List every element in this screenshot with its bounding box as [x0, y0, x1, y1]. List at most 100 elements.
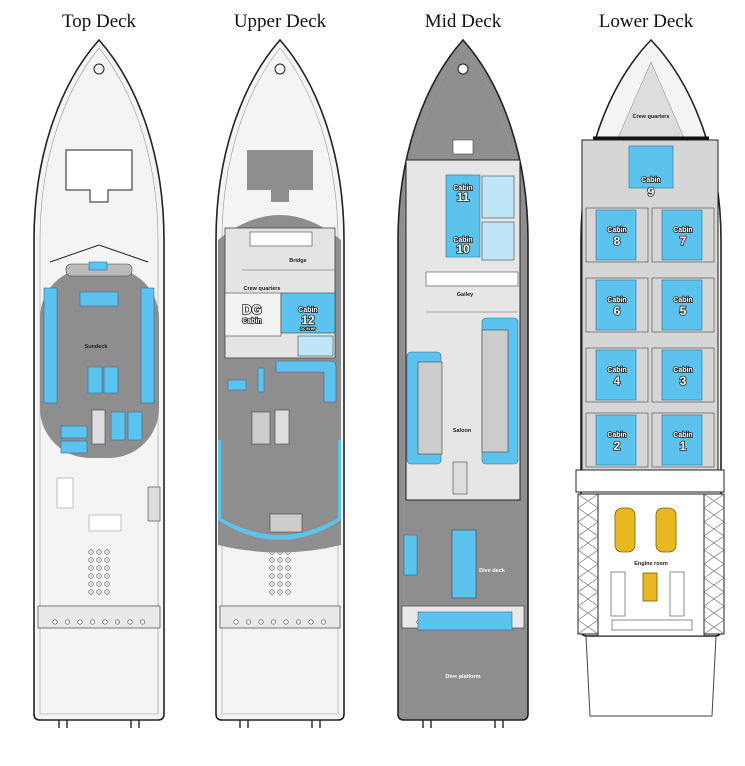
deck-title-mid: Mid Deck: [425, 11, 502, 32]
upper-deck: Bridge Crew quarters DG Cabin Cabin 12 D…: [218, 63, 341, 553]
mid-deck: Cabin 11 Cabin 10 Galley Saloon Dive dec…: [403, 63, 521, 680]
label-galley: Galley: [457, 292, 474, 298]
label-cabin-12: 12: [301, 313, 315, 327]
label-dive-deck: Dive deck: [479, 568, 506, 574]
dive-tank-icon: [96, 549, 102, 555]
dive-tank-icon: [96, 589, 102, 595]
engine-icon: [614, 507, 636, 553]
label-cabin-9-word: Cabin: [641, 177, 660, 184]
dive-tank-icon: [104, 589, 110, 595]
label-cabin-1: 1: [680, 439, 687, 453]
dive-tank-icon: [277, 589, 283, 595]
stairs: [274, 409, 290, 445]
dive-tank-icon: [285, 589, 291, 595]
cleat-icon: [127, 619, 133, 625]
cleat-icon: [77, 619, 83, 625]
cabin-8: [595, 209, 637, 261]
dive-tank-icon: [285, 557, 291, 563]
dive-tank-icon: [277, 557, 283, 563]
cabin-5: [661, 279, 703, 331]
dive-tank-icon: [104, 581, 110, 587]
label-cabin-8-word: Cabin: [607, 227, 626, 234]
top-deck: Sundeck: [40, 63, 161, 532]
label-cabin-2: 2: [614, 439, 621, 453]
label-cabin-2-word: Cabin: [607, 432, 626, 439]
cleat-icon: [258, 619, 264, 625]
dive-tank-icon: [88, 581, 94, 587]
cabin-1: [661, 414, 703, 466]
label-cabin-1-word: Cabin: [673, 432, 692, 439]
dive-tank-icon: [104, 549, 110, 555]
label-cabin-12-note: DC IN HP: [300, 327, 316, 331]
cabins-10-11: [445, 174, 481, 258]
dive-tank-icon: [269, 573, 275, 579]
cleat-icon: [283, 619, 289, 625]
label-cabin-7-word: Cabin: [673, 227, 692, 234]
label-cabin-11-word: Cabin: [453, 185, 472, 192]
label-dg: DG: [242, 302, 262, 317]
label-dive-platform: Dive platform: [445, 674, 480, 680]
bow-hatch: [65, 149, 133, 203]
label-cabin-6: 6: [614, 304, 621, 318]
dive-tank-icon: [285, 573, 291, 579]
cabin-3: [661, 349, 703, 401]
dive-tank-icon: [88, 549, 94, 555]
dive-tank-icon: [269, 581, 275, 587]
label-crew-quarters-lower: Crew quarters: [633, 114, 670, 120]
dive-tank-icon: [96, 557, 102, 563]
cleat-icon: [308, 619, 314, 625]
cabin-6: [595, 279, 637, 331]
sunbed: [43, 287, 58, 404]
deck-title-upper: Upper Deck: [234, 11, 327, 32]
cabin-4: [595, 349, 637, 401]
sunbed: [140, 287, 155, 404]
cleat-icon: [246, 619, 252, 625]
stairs: [91, 409, 106, 445]
label-cabin-6-word: Cabin: [607, 297, 626, 304]
generator-icon: [610, 571, 626, 617]
cleat-icon: [270, 619, 276, 625]
label-crew-quarters: Crew quarters: [244, 286, 281, 292]
label-dg-cabin: Cabin: [242, 318, 261, 325]
dive-tank-icon: [277, 565, 283, 571]
label-cabin-3: 3: [680, 374, 687, 388]
dive-tank-icon: [88, 557, 94, 563]
label-cabin-5: 5: [680, 304, 687, 318]
dive-tank-icon: [277, 581, 283, 587]
dive-tank-icon: [104, 573, 110, 579]
cleat-icon: [115, 619, 121, 625]
label-cabin-3-word: Cabin: [673, 367, 692, 374]
cleat-icon: [102, 619, 108, 625]
anchor-hatch: [93, 63, 105, 75]
dive-tank-icon: [96, 581, 102, 587]
engine-icon: [655, 507, 677, 553]
dive-tank-icon: [104, 557, 110, 563]
cabin-9: [628, 145, 674, 189]
stern-bench: [219, 605, 341, 629]
cleat-icon: [233, 619, 239, 625]
cabin-7: [661, 209, 703, 261]
label-cabin-4-word: Cabin: [607, 367, 626, 374]
cleat-icon: [320, 619, 326, 625]
label-cabin-9: 9: [648, 185, 655, 199]
dg-cabin: [224, 292, 282, 337]
generator-icon: [669, 571, 685, 617]
cabin-12: [280, 292, 336, 334]
label-cabin-7: 7: [680, 234, 687, 248]
dive-tank-icon: [96, 565, 102, 571]
deck-title-lower: Lower Deck: [599, 11, 694, 32]
deck-title-top: Top Deck: [62, 11, 137, 32]
dive-tank-icon: [88, 573, 94, 579]
label-cabin-10: 10: [456, 242, 470, 256]
label-bridge: Bridge: [289, 258, 306, 264]
dive-tank-icon: [269, 557, 275, 563]
dive-tank-icon: [269, 565, 275, 571]
stern-bench: [37, 605, 161, 629]
label-cabin-11: 11: [457, 190, 470, 204]
sundeck-area: [40, 268, 159, 458]
label-saloon: Saloon: [453, 428, 472, 434]
cleat-icon: [52, 619, 58, 625]
dive-tank-rack: [451, 529, 477, 599]
label-cabin-5-word: Cabin: [673, 297, 692, 304]
